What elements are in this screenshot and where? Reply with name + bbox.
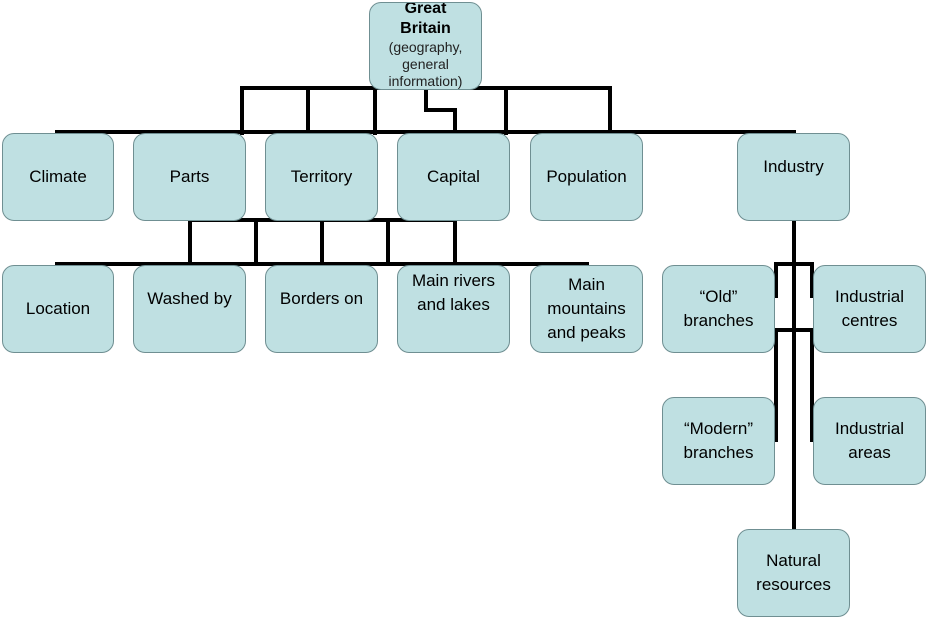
node-population: Population bbox=[530, 133, 643, 221]
node-industrial-centres-label: Industrial centres bbox=[835, 287, 904, 330]
node-industry: Industry bbox=[737, 133, 850, 221]
node-climate: Climate bbox=[2, 133, 114, 221]
node-washed-by-label: Washed by bbox=[147, 289, 232, 308]
node-industrial-areas: Industrial areas bbox=[813, 397, 926, 485]
node-old-branches: “Old” branches bbox=[662, 265, 775, 353]
node-great-britain: Great Britain (geography, general inform… bbox=[369, 2, 482, 90]
node-location-label: Location bbox=[25, 299, 91, 318]
node-territory: Territory bbox=[265, 133, 378, 221]
root-subtitle: (geography, general information) bbox=[388, 39, 463, 89]
node-territory-label: Territory bbox=[290, 167, 353, 186]
node-main-mountains-label: Main mountains and peaks bbox=[547, 275, 626, 342]
node-natural-resources: Natural resources bbox=[737, 529, 850, 617]
node-borders-on: Borders on bbox=[265, 265, 378, 353]
node-population-label: Population bbox=[546, 167, 627, 186]
node-main-rivers: Main rivers and lakes bbox=[397, 265, 510, 353]
node-main-rivers-label: Main rivers and lakes bbox=[411, 271, 496, 314]
node-natural-resources-label: Natural resources bbox=[756, 551, 831, 594]
node-industrial-areas-label: Industrial areas bbox=[835, 419, 904, 462]
root-title: Great Britain bbox=[400, 2, 451, 37]
node-location: Location bbox=[2, 265, 114, 353]
node-modern-branches: “Modern” branches bbox=[662, 397, 775, 485]
node-washed-by: Washed by bbox=[133, 265, 246, 353]
node-parts: Parts bbox=[133, 133, 246, 221]
node-industrial-centres: Industrial centres bbox=[813, 265, 926, 353]
node-industry-label: Industry bbox=[763, 157, 824, 176]
node-capital: Capital bbox=[397, 133, 510, 221]
node-modern-branches-label: “Modern” branches bbox=[683, 419, 754, 462]
node-parts-label: Parts bbox=[169, 167, 210, 186]
node-borders-on-label: Borders on bbox=[279, 289, 364, 308]
node-old-branches-label: “Old” branches bbox=[683, 287, 754, 330]
node-main-mountains: Main mountains and peaks bbox=[530, 265, 643, 353]
node-capital-label: Capital bbox=[427, 167, 480, 186]
node-climate-label: Climate bbox=[29, 167, 87, 186]
